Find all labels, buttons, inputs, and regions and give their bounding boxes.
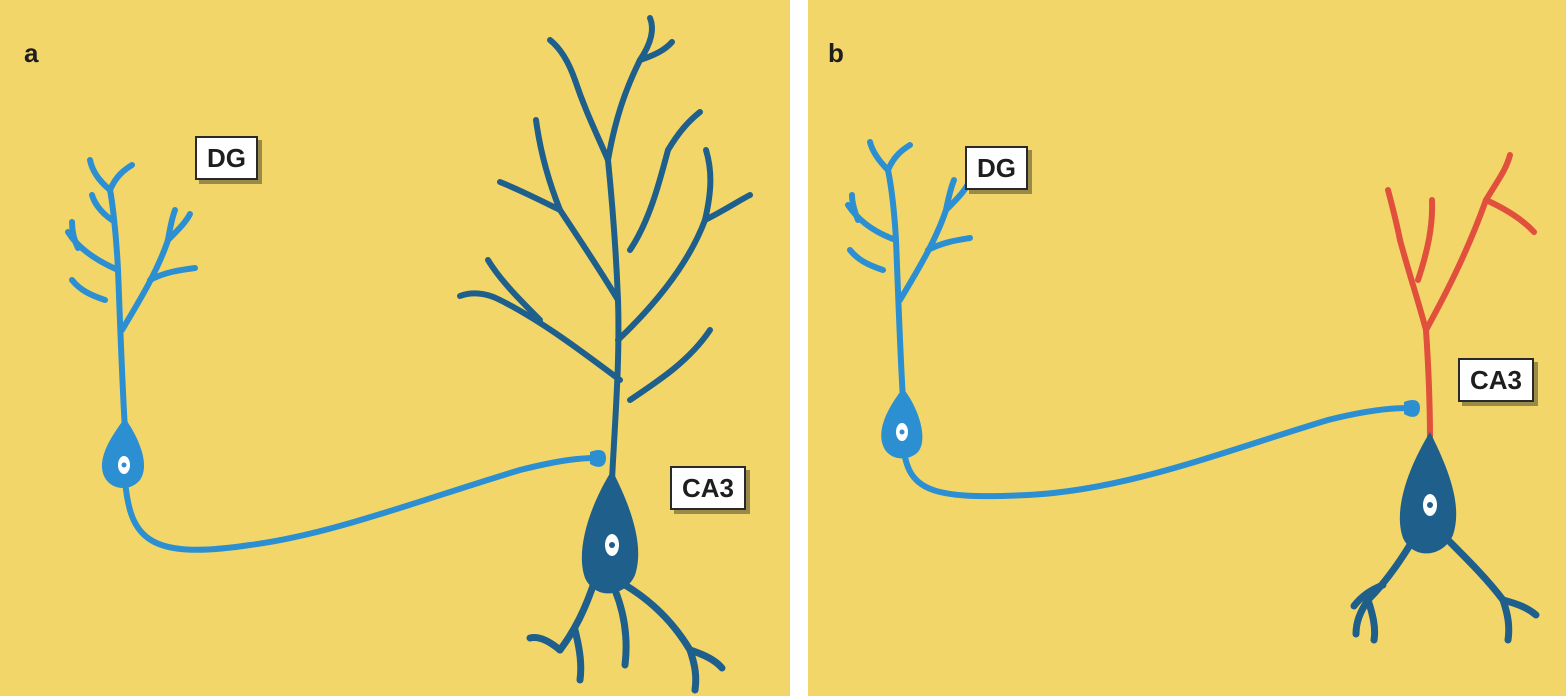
label-ca3: CA3	[670, 466, 746, 510]
dg-granule-soma	[102, 418, 144, 488]
dg-axon	[125, 458, 596, 550]
ca3-pyramidal-soma	[582, 470, 638, 593]
panel-a-illustration	[0, 0, 790, 696]
label-ca3: CA3	[1458, 358, 1534, 402]
ca3-pyramidal-soma	[1400, 432, 1456, 553]
panel-label-b: b	[828, 38, 844, 69]
panel-b-illustration	[808, 0, 1566, 696]
dg-axon-terminal	[1404, 400, 1420, 417]
dg-axon-terminal	[590, 450, 606, 467]
ca3-apical-dendrites	[460, 18, 750, 480]
ca3-basal-dendrites	[530, 580, 722, 690]
panel-a: a DG CA3	[0, 0, 790, 696]
dg-axon	[903, 408, 1408, 496]
ca3-basal-dendrites	[1354, 540, 1536, 640]
dg-granule-dendrites	[68, 160, 195, 430]
dg-granule-dendrites	[848, 142, 970, 400]
panel-b: b DG CA3	[808, 0, 1566, 696]
label-dg: DG	[965, 146, 1028, 190]
label-dg: DG	[195, 136, 258, 180]
panel-label-a: a	[24, 38, 38, 69]
